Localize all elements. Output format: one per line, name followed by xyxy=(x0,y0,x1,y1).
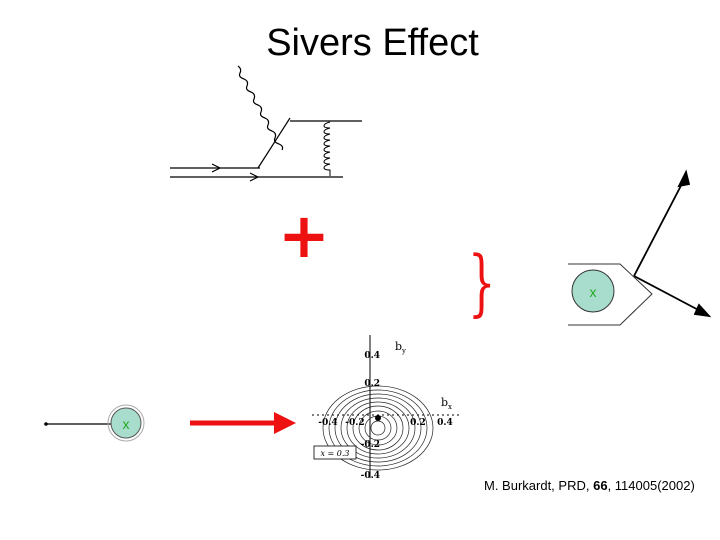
contour-y-ticks: 0.4 0.2 -0.2 -0.4 xyxy=(361,351,380,481)
citation-authors: M. Burkardt, PRD, xyxy=(484,478,590,493)
red-arrow xyxy=(190,412,296,434)
contour-legend: x = 0.3 xyxy=(320,449,349,458)
x-tick-label: 0.4 xyxy=(437,418,453,428)
y-tick-label: -0.4 xyxy=(361,471,380,481)
plus-sign: + xyxy=(278,199,330,272)
citation-volume: 66 xyxy=(593,478,608,493)
y-tick-label: -0.2 xyxy=(361,440,380,450)
y-tick-label: 0.4 xyxy=(364,351,380,361)
contour-legend-box xyxy=(313,445,357,460)
photon-wavy-line xyxy=(237,65,284,151)
target-icon xyxy=(571,269,615,313)
y-tick-label: 0.2 xyxy=(364,379,380,389)
contour-x-ticks: -0.4 -0.2 0.2 0.4 xyxy=(318,418,453,428)
slide-title: Sivers Effect xyxy=(266,22,479,64)
x-tick-label: -0.2 xyxy=(345,418,364,428)
gluon-curly-line xyxy=(323,121,331,176)
contour-lines xyxy=(322,385,434,471)
x-tick-label: -0.4 xyxy=(318,418,337,428)
x-axis-label: bx xyxy=(441,396,452,411)
left-target-label: x xyxy=(123,416,130,432)
citation: M. Burkardt, PRD, 66, 114005(2002) xyxy=(484,478,695,493)
deflected-track-arrow xyxy=(633,169,712,318)
x-tick-label: 0.2 xyxy=(410,418,426,428)
curly-brace: } xyxy=(468,240,496,324)
target-label: x xyxy=(590,284,597,300)
y-axis-label: by xyxy=(395,340,406,355)
contour-axes xyxy=(312,335,462,478)
citation-rest: , 114005(2002) xyxy=(607,478,695,493)
incoming-quark-lines xyxy=(170,117,362,182)
target-outline xyxy=(568,263,653,326)
left-target-icon xyxy=(110,407,142,439)
